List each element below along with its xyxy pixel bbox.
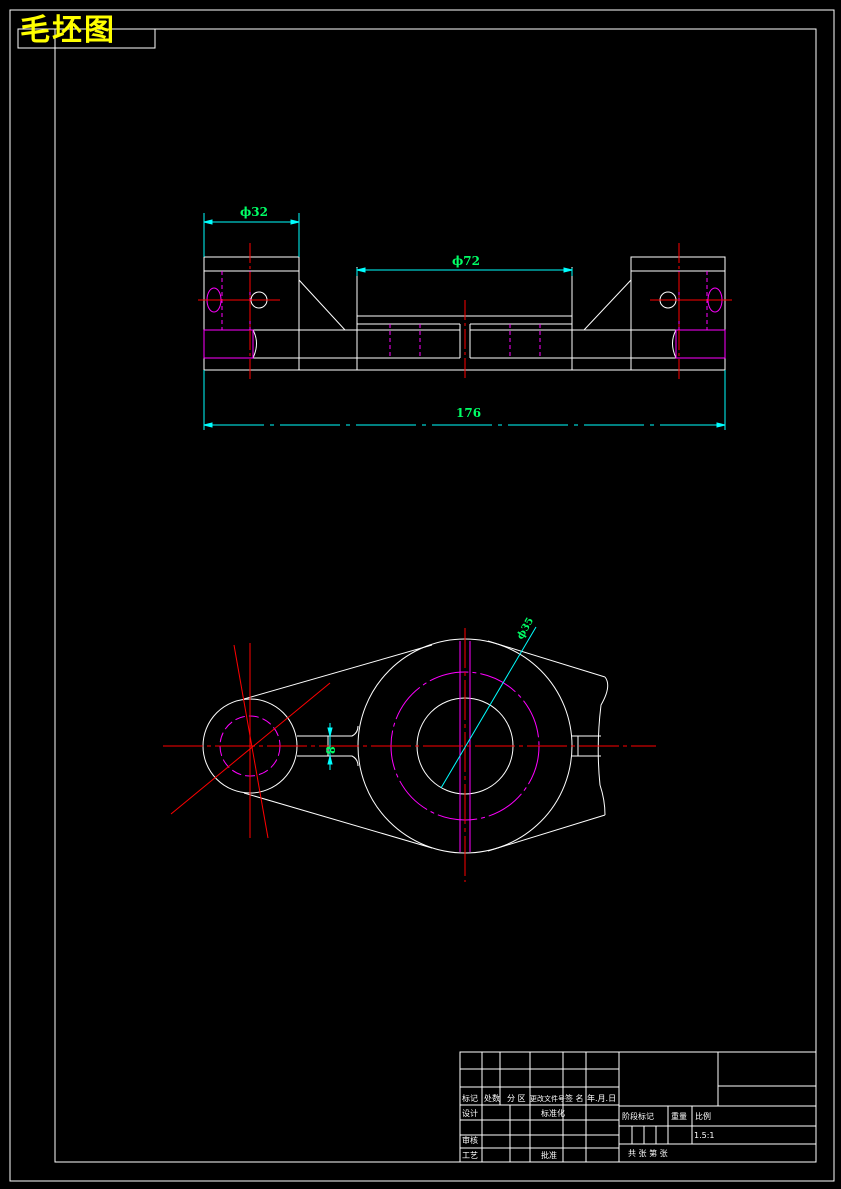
tb-zone: 分 区: [507, 1094, 526, 1103]
tb-change-doc: 更改文件号: [530, 1094, 565, 1103]
title-block-text: 标记 处数 分 区 更改文件号 签 名 年.月.日 设计 标准化 审核 工艺 批…: [462, 1093, 715, 1160]
top-view: 8 ϕ35: [163, 616, 656, 882]
tb-count: 处数: [484, 1093, 500, 1103]
dim-width8: 8: [323, 746, 337, 754]
front-view: ϕ32 ϕ72 176: [198, 205, 732, 430]
tb-scale-value: 1.5:1: [694, 1131, 715, 1140]
tb-weight: 重量: [671, 1111, 687, 1121]
sheet-frame: [9, 9, 835, 1182]
dim-dia-large: ϕ35: [515, 616, 536, 642]
tb-date: 年.月.日: [587, 1093, 616, 1103]
tb-process: 工艺: [462, 1151, 478, 1160]
tb-review: 审核: [462, 1135, 478, 1145]
tb-signature: 签 名: [565, 1093, 584, 1103]
title-block: [459, 1051, 817, 1163]
tb-standardize: 标准化: [541, 1108, 565, 1118]
tb-design: 设计: [462, 1108, 478, 1118]
tb-stage-mark: 阶段标记: [622, 1111, 654, 1121]
tb-scale-label: 比例: [695, 1111, 711, 1121]
drawing-title: 毛坯图: [20, 13, 116, 48]
dim-dia72: ϕ72: [452, 254, 480, 268]
dim-dia32: ϕ32: [240, 205, 268, 219]
tb-mark: 标记: [462, 1093, 478, 1103]
tb-sheets: 共 张 第 张: [628, 1148, 668, 1158]
tb-approve: 批准: [541, 1150, 557, 1160]
dim-length176: 176: [456, 406, 481, 420]
